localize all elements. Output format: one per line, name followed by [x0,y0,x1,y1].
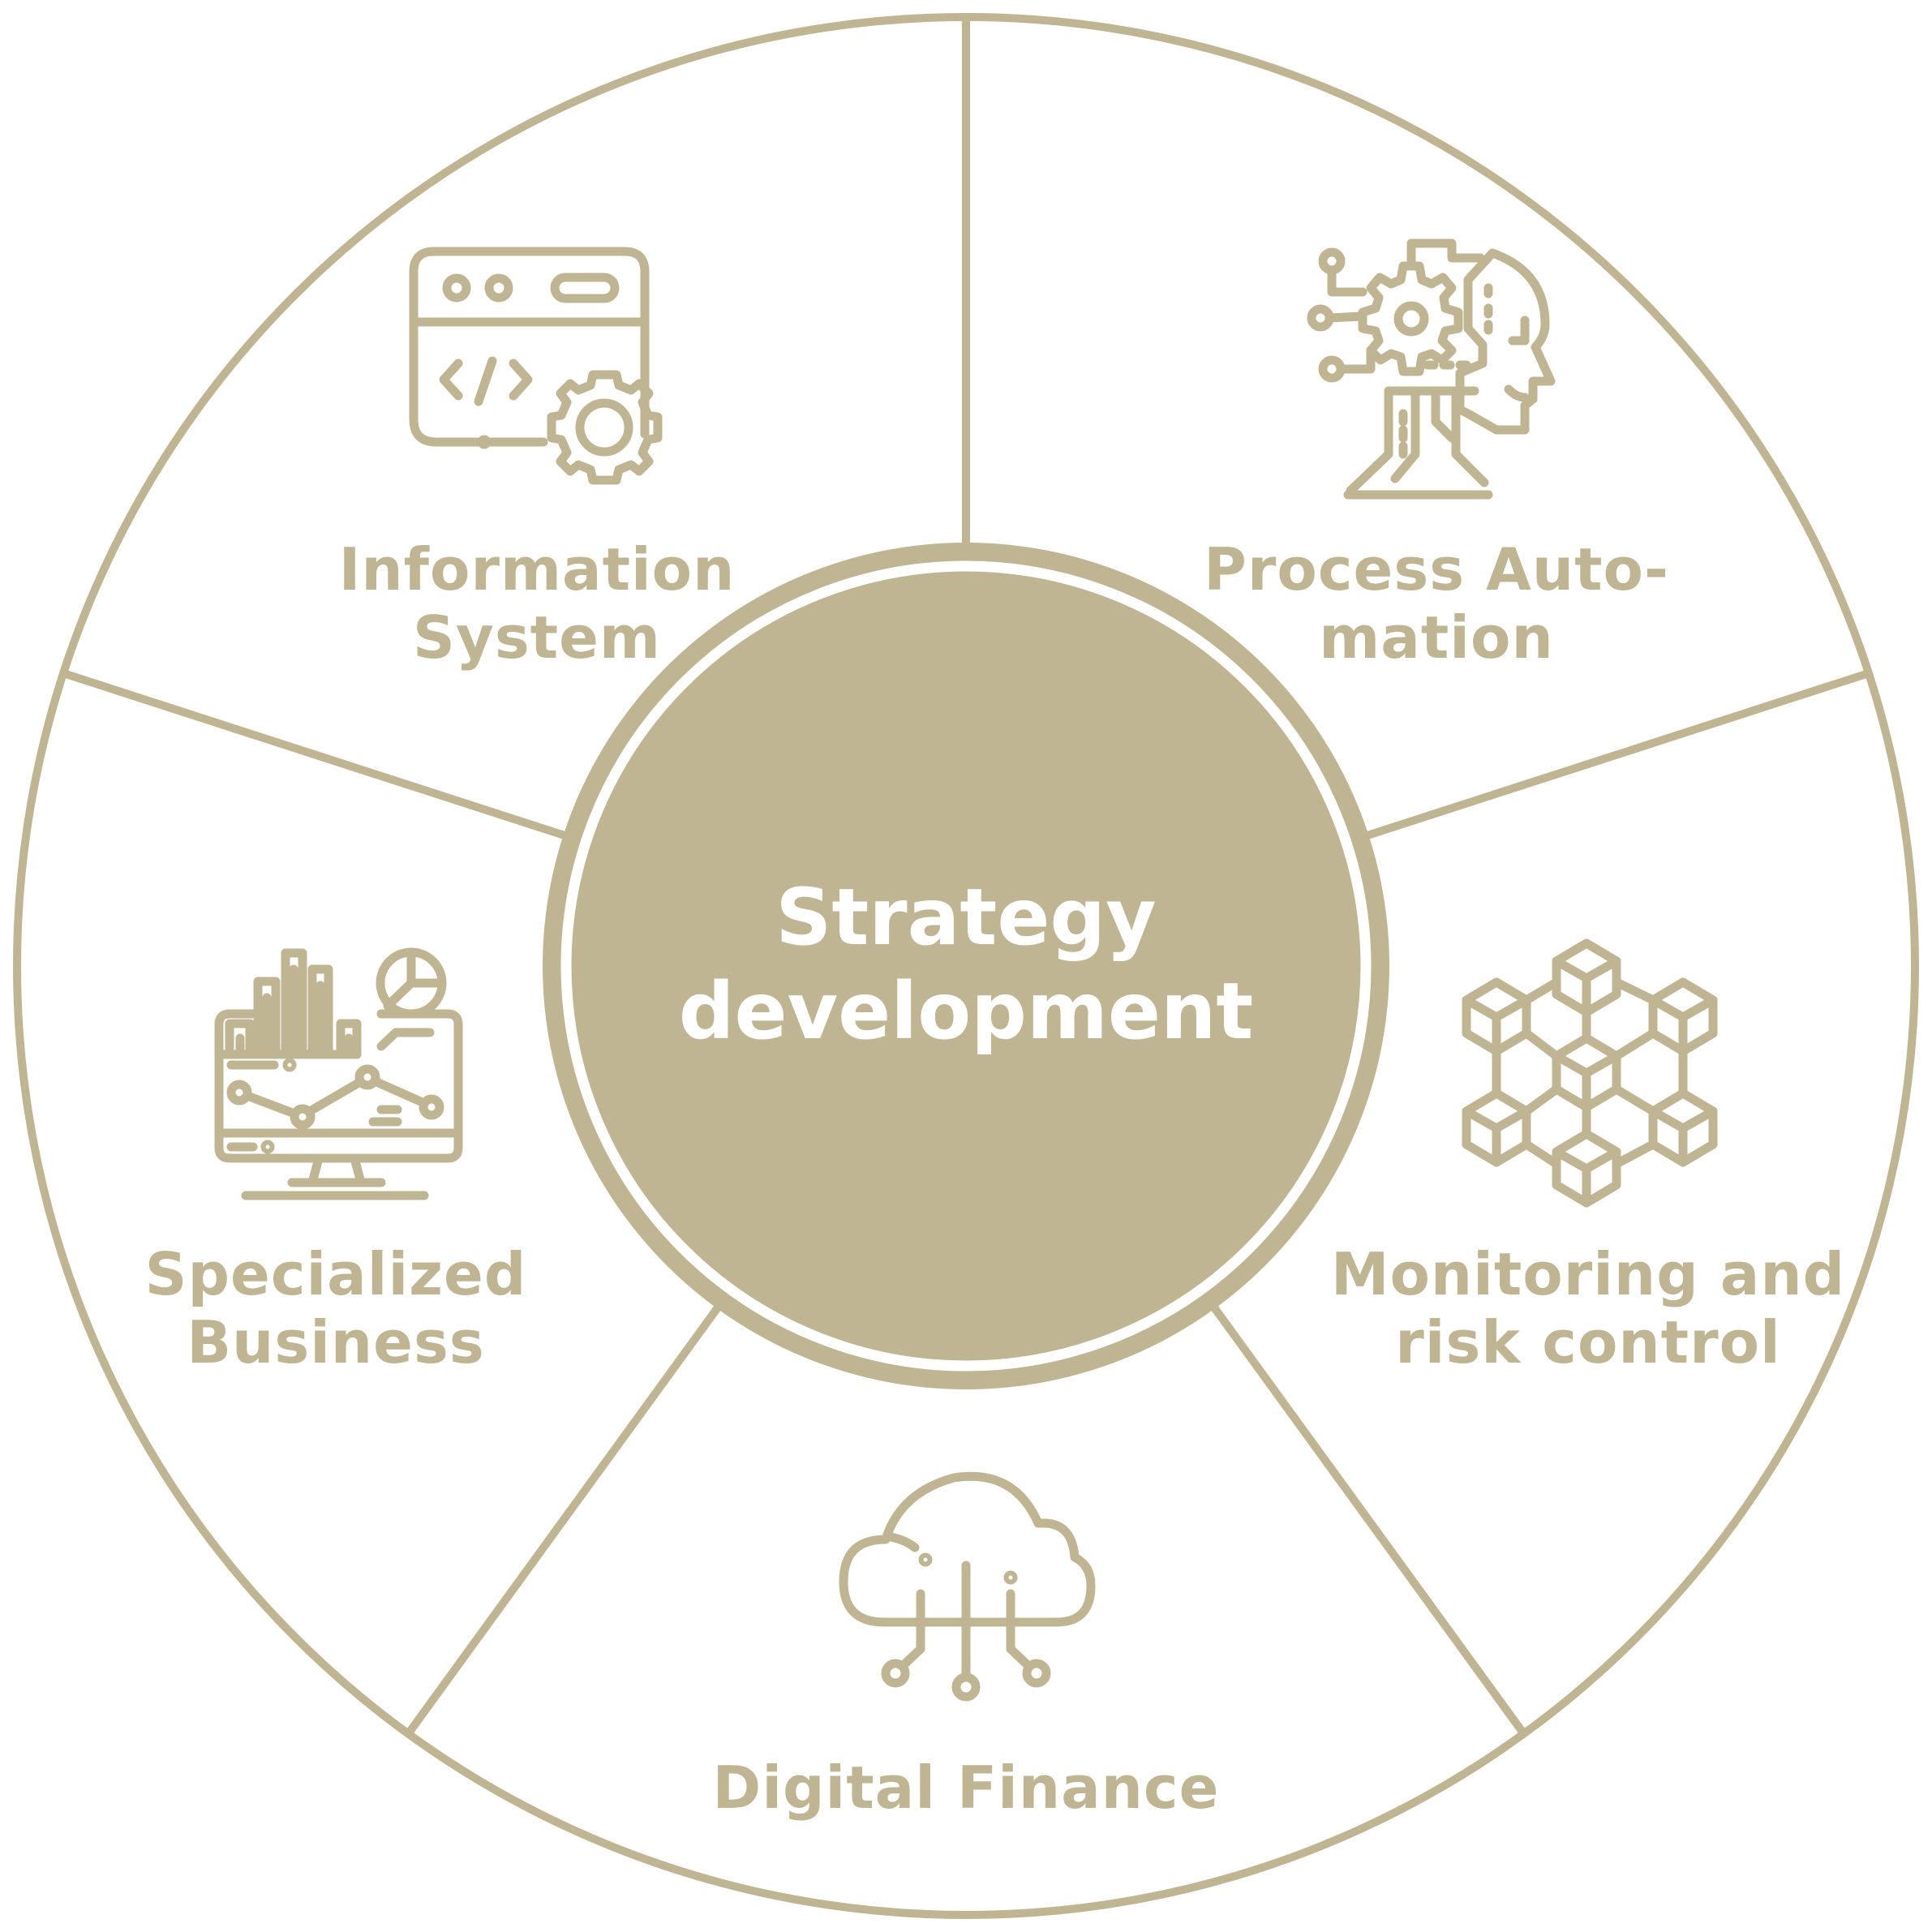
center-title-line1: Strategy [775,872,1156,963]
segment-label-line1: Digital Finance [713,1754,1220,1822]
segment-monitoring-risk-control: Monitoring and risk control [1331,938,1845,1376]
segment-label-line1: Monitoring and [1331,1240,1845,1308]
segment-label-line2: risk control [1395,1308,1780,1376]
analytics-monitor-icon [214,947,463,1200]
hub-white-ring [560,560,1372,1372]
divider-lower-left [404,1305,722,1737]
segment-label-line2: System [413,603,661,672]
automation-robot-icon [1307,238,1556,500]
hub-outer-disc [543,543,1389,1389]
divider-upper-right [1366,669,1870,839]
segment-label-line2: Business [187,1308,484,1376]
divider-upper-left [62,669,566,839]
cloud-network-icon [839,1471,1096,1702]
segment-label-line1: Information [339,535,736,603]
segment-label-line1: Specialized [145,1240,527,1308]
divider-lower-right [1210,1305,1528,1737]
segment-digital-finance: Digital Finance [713,1471,1220,1822]
segment-information-system: Information System [339,247,736,672]
blockchain-cubes-icon [1462,938,1718,1208]
segment-label-line2: mation [1319,603,1553,672]
segment-process-automation: Process Auto- mation [1204,238,1669,672]
center-title-line2: development [679,966,1253,1057]
segment-specialized-business: Specialized Business [145,947,527,1376]
code-settings-icon [409,247,663,485]
segment-dividers [62,17,1870,1737]
segment-label-line1: Process Auto- [1204,535,1669,603]
